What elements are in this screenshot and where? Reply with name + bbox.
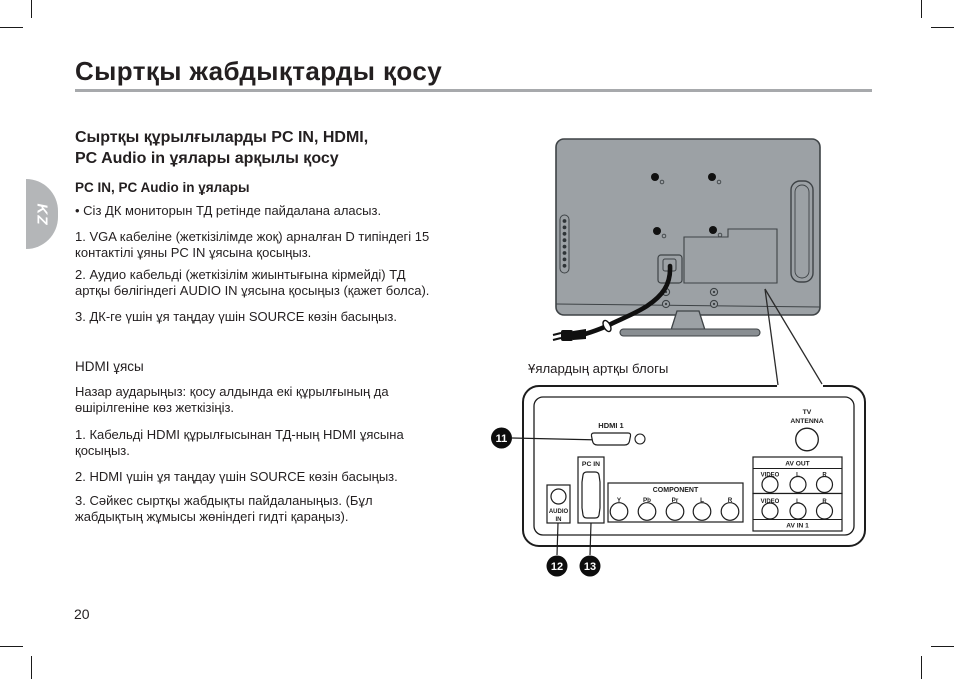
callout-line-13 — [589, 522, 592, 556]
antenna-jack — [795, 427, 819, 452]
power-plug — [552, 329, 586, 341]
audio-in-jack: AUDIO IN — [546, 484, 571, 524]
svg-text:R: R — [728, 497, 733, 504]
rear-handle-recess — [790, 180, 814, 283]
callout-12: 12 — [546, 555, 568, 577]
svg-text:AV IN 1: AV IN 1 — [786, 523, 809, 530]
crop-mark — [921, 656, 922, 679]
subtitle-line: PC Audio in ұялары арқылы қосу — [75, 150, 339, 167]
hdmi-section-heading: HDMI ұясы — [75, 359, 144, 374]
svg-text:Y: Y — [617, 497, 622, 504]
power-cord — [582, 263, 673, 337]
section-subtitle: Сыртқы құрылғыларды PC IN, HDMI, PC Audi… — [75, 127, 437, 169]
svg-text:VIDEO: VIDEO — [761, 473, 780, 479]
crop-mark — [931, 27, 954, 28]
rear-jack-panel: HDMI 1 TV ANTENNA AUDIO IN PC IN — [491, 288, 866, 577]
tv-rear-illustration — [552, 138, 821, 341]
diagram-caption: Ұялардың артқы блогы — [528, 361, 668, 376]
pc-step: 1. VGA кабеліне (жеткізілімде жоқ) арнал… — [75, 229, 430, 260]
hdmi-label: HDMI 1 — [598, 421, 623, 430]
tv-stand-neck — [670, 310, 706, 331]
hdmi-section-note: Назар аударыңыз: қосу алдында екі құрылғ… — [75, 384, 389, 415]
svg-text:R: R — [822, 499, 827, 505]
side-control-buttons — [559, 214, 570, 274]
crop-mark — [31, 0, 32, 18]
callout-line-12 — [556, 522, 559, 556]
svg-text:L: L — [700, 497, 704, 504]
language-tab-label: KZ — [33, 203, 51, 225]
svg-text:COMPONENT: COMPONENT — [653, 487, 699, 494]
av-out-jacks: AV OUT VIDEO L R — [752, 456, 843, 495]
jack-compartment-outline — [683, 228, 778, 284]
language-tab-kz: KZ — [26, 179, 58, 249]
title-divider — [75, 89, 872, 92]
callout-line-11 — [511, 437, 603, 441]
crop-mark — [921, 0, 922, 18]
svg-text:R: R — [822, 473, 827, 479]
tv-rear-diagram: Ұялардың артқы блогы HDMI 1 TV ANTENNA A… — [491, 138, 866, 577]
crop-mark — [31, 656, 32, 679]
svg-text:11: 11 — [496, 433, 508, 445]
pc-step: 2. Аудио кабельді (жеткізілім жиынтығына… — [75, 267, 430, 298]
wedge-line — [764, 288, 823, 385]
wedge-line — [764, 288, 779, 386]
hdmi-step: 1. Кабельді HDMI құрылғысынан ТД-ның HDM… — [75, 427, 404, 458]
av-in-jacks: VIDEO L R AV IN 1 — [752, 492, 843, 532]
antenna-label: ANTENNA — [790, 418, 823, 425]
svg-text:L: L — [796, 473, 800, 479]
crop-mark — [0, 27, 23, 28]
page-title: Сыртқы жабдықтарды қосу — [75, 56, 443, 86]
antenna-label: TV — [803, 409, 812, 416]
subtitle-line: Сыртқы құрылғыларды PC IN, HDMI, — [75, 129, 369, 146]
pc-section-heading: PC IN, PC Audio in ұялары — [75, 180, 250, 195]
hdmi-side-hole — [634, 433, 646, 445]
svg-text:VIDEO: VIDEO — [761, 499, 780, 505]
callout-13: 13 — [579, 555, 601, 577]
svg-text:13: 13 — [584, 561, 596, 573]
vesa-mount-holes — [651, 173, 723, 239]
vga-port — [581, 471, 601, 519]
svg-text:L: L — [796, 499, 800, 505]
tv-stand-base — [619, 328, 761, 337]
pc-section-bullet: • Сіз ДК мониторын ТД ретінде пайдалана … — [75, 203, 382, 218]
callout-11: 11 — [491, 427, 512, 449]
pc-step: 3. ДК-ге үшін ұя таңдау үшін SOURCE көзі… — [75, 309, 397, 324]
crop-mark — [931, 646, 954, 647]
svg-text:PC IN: PC IN — [582, 461, 600, 468]
svg-text:12: 12 — [551, 561, 563, 573]
hdmi-step: 3. Сәйкес сыртқы жабдықты пайдаланыңыз. … — [75, 493, 373, 524]
page-number: 20 — [74, 606, 90, 622]
stand-screws — [661, 287, 719, 309]
cable-clip — [602, 319, 612, 333]
hdmi-step: 2. HDMI үшін ұя таңдау үшін SOURCE көзін… — [75, 469, 398, 484]
svg-text:AUDIO: AUDIO — [549, 509, 569, 515]
pc-in-port: PC IN — [577, 456, 605, 524]
crop-mark — [0, 646, 23, 647]
svg-text:IN: IN — [556, 517, 562, 523]
svg-text:Pb: Pb — [643, 497, 651, 504]
component-jacks: COMPONENT Y Pb Pr L R — [607, 482, 744, 523]
hdmi-port — [590, 432, 632, 446]
svg-text:Pr: Pr — [672, 497, 679, 504]
svg-text:AV OUT: AV OUT — [785, 461, 809, 468]
